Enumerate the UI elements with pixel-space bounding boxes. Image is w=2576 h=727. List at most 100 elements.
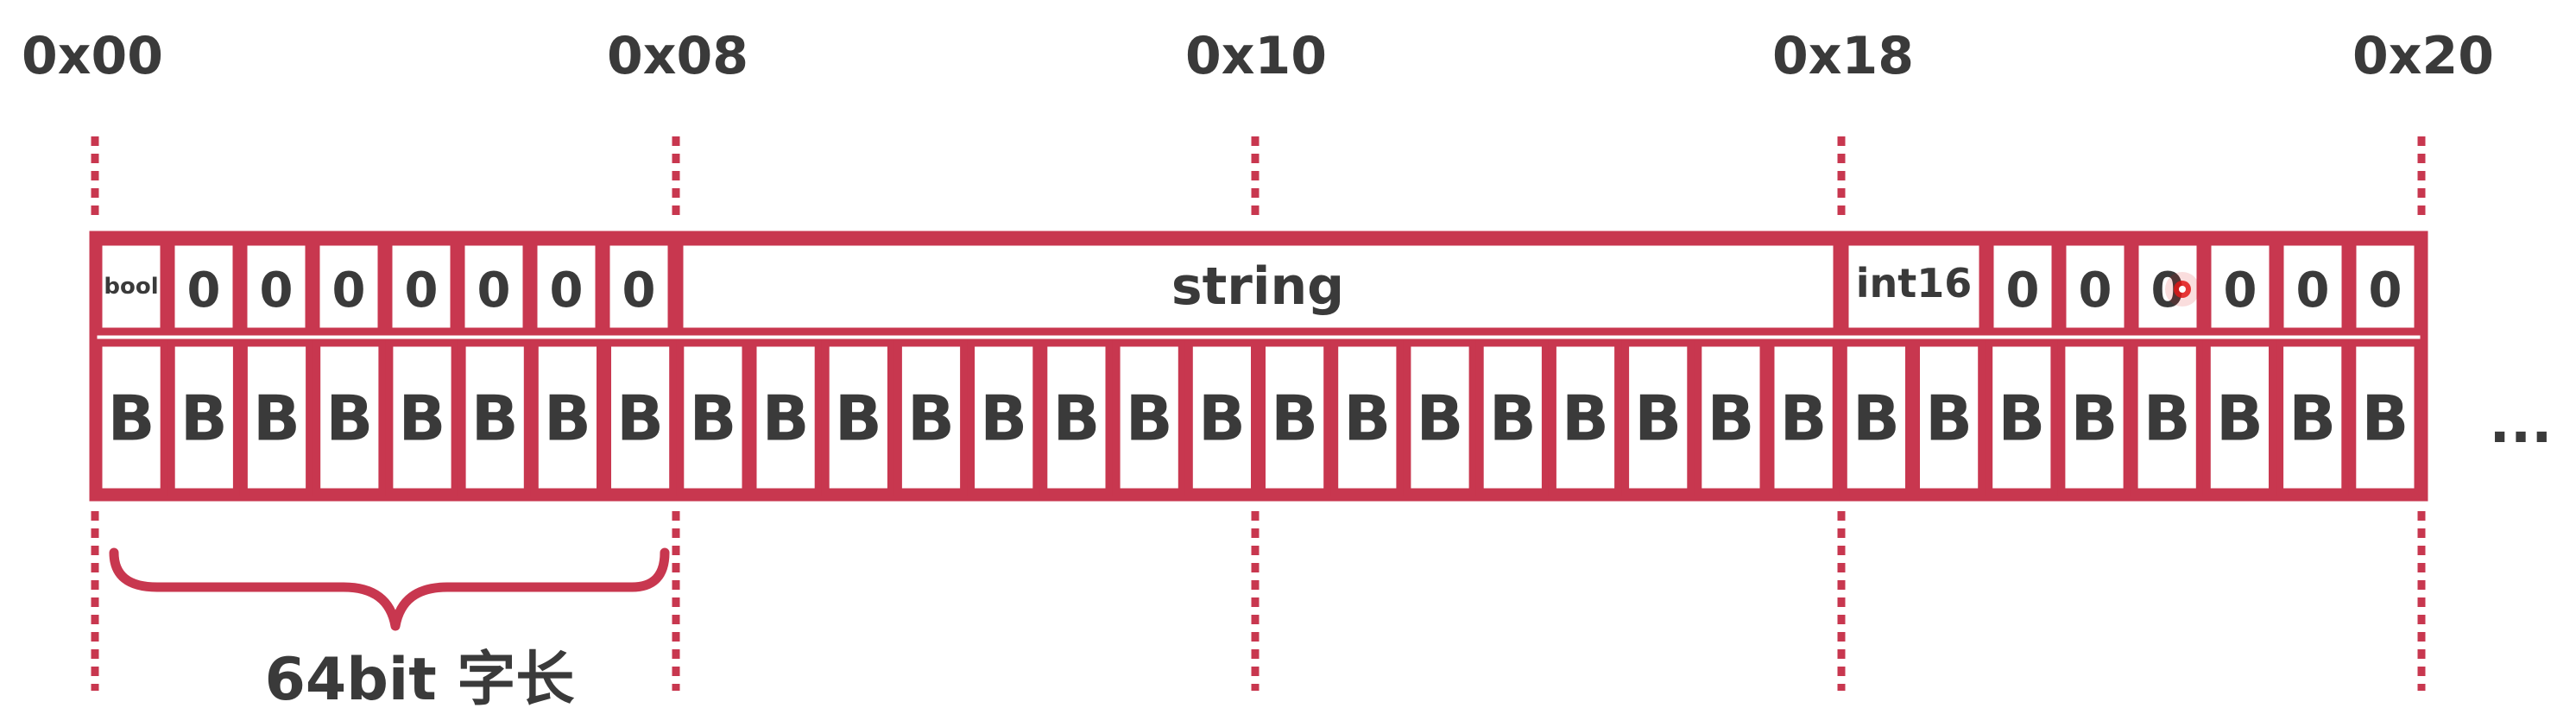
byte-label: B [1562, 382, 1609, 455]
byte-label: B [471, 382, 519, 455]
byte-label: B [835, 382, 882, 455]
byte-label: B [399, 382, 446, 455]
byte-cell [1258, 338, 1332, 496]
byte-label: B [2144, 382, 2191, 455]
offset-label-0x00: 0x00 [22, 26, 163, 86]
byte-cell [2202, 338, 2277, 496]
byte-cell [676, 338, 750, 496]
padding-zero: 0 [2006, 262, 2040, 319]
byte-cell [385, 338, 459, 496]
padding-cell [529, 237, 603, 336]
padding-cell [457, 237, 531, 336]
byte-cell [1184, 338, 1260, 496]
byte-label: B [2361, 382, 2409, 455]
padding-cell [2131, 237, 2205, 336]
offset-label-0x10: 0x10 [1185, 26, 1327, 86]
byte-label: B [616, 382, 664, 455]
byte-label: B [1634, 382, 1682, 455]
field-row [94, 237, 2422, 336]
byte-label: B [1780, 382, 1828, 455]
byte-cell [1403, 338, 1477, 496]
padding-cell [239, 237, 313, 336]
byte-label: B [108, 382, 155, 455]
byte-cell [603, 338, 678, 496]
byte-label: B [1053, 382, 1101, 455]
byte-cell [167, 338, 241, 496]
byte-cell [2057, 338, 2131, 496]
byte-cell [458, 338, 532, 496]
int16-field-label: int16 [1856, 260, 1973, 307]
string-field-cell [675, 237, 1841, 336]
byte-cell [239, 338, 314, 496]
byte-cell [530, 338, 604, 496]
byte-cell [1548, 338, 1623, 496]
byte-cell [1112, 338, 1186, 496]
padding-cell [2276, 237, 2350, 336]
byte-label: B [325, 382, 373, 455]
continuation-ellipsis: ... [2490, 392, 2553, 456]
byte-cell [1621, 338, 1695, 496]
byte-label: B [907, 382, 955, 455]
byte-cell [1039, 338, 1114, 496]
byte-cell [94, 338, 168, 496]
word-size-label: 64bit 字长 [265, 646, 575, 714]
offset-labels: 0x00 0x08 0x10 0x18 0x20 [22, 26, 2494, 86]
padding-zero: 0 [2224, 262, 2257, 319]
byte-cell [1694, 338, 1768, 496]
byte-label: B [1707, 382, 1754, 455]
byte-label: B [1271, 382, 1318, 455]
struct-frame [89, 231, 2428, 502]
byte-label: B [980, 382, 1027, 455]
byte-label: B [253, 382, 300, 455]
padding-cell [2203, 237, 2277, 336]
byte-label: B [1198, 382, 1246, 455]
string-field-label: string [1171, 256, 1344, 317]
bool-field-label: bool [104, 274, 158, 300]
byte-cell [1475, 338, 1550, 496]
byte-label: B [2289, 382, 2336, 455]
padding-cell [312, 237, 386, 336]
byte-cell [821, 338, 895, 496]
field-row-labels: bool 0 0 0 0 0 0 0 string int16 0 0 0 0 … [104, 256, 2402, 319]
padding-zero: 0 [260, 262, 294, 319]
byte-label: B [762, 382, 810, 455]
byte-label: B [2071, 382, 2118, 455]
byte-label: B [1925, 382, 1973, 455]
int16-field-cell [1840, 237, 1987, 336]
padding-zero: 0 [187, 262, 221, 319]
byte-cell [1766, 338, 1840, 496]
offset-guides [91, 136, 2426, 691]
byte-label: B [1998, 382, 2045, 455]
offset-label-0x18: 0x18 [1772, 26, 1914, 86]
byte-cell [1985, 338, 2059, 496]
byte-cell [1839, 338, 1914, 496]
byte-label: B [1126, 382, 1173, 455]
byte-cell [748, 338, 823, 496]
padding-zero: 0 [622, 262, 656, 319]
padding-cell [2348, 237, 2422, 336]
byte-label: B [2216, 382, 2263, 455]
padding-zero: 0 [2296, 262, 2330, 319]
padding-zero: 0 [332, 262, 366, 319]
padding-cell [1986, 237, 2060, 336]
cursor-highlight [2165, 272, 2200, 307]
byte-label: B [1853, 382, 1900, 455]
padding-zero: 0 [477, 262, 511, 319]
bool-field-cell [94, 237, 168, 336]
offset-label-0x20: 0x20 [2352, 26, 2494, 86]
byte-label: B [180, 382, 228, 455]
byte-cell [1912, 338, 1986, 496]
byte-cell [1330, 338, 1405, 496]
padding-zero: 0 [550, 262, 584, 319]
padding-cell [384, 237, 458, 336]
byte-cell [967, 338, 1041, 496]
byte-cell [2348, 338, 2422, 496]
padding-zero: 0 [405, 262, 439, 319]
byte-label: B [544, 382, 591, 455]
padding-cell [602, 237, 676, 336]
offset-label-0x08: 0x08 [607, 26, 748, 86]
word-size-brace [109, 547, 670, 631]
byte-cell [2130, 338, 2204, 496]
